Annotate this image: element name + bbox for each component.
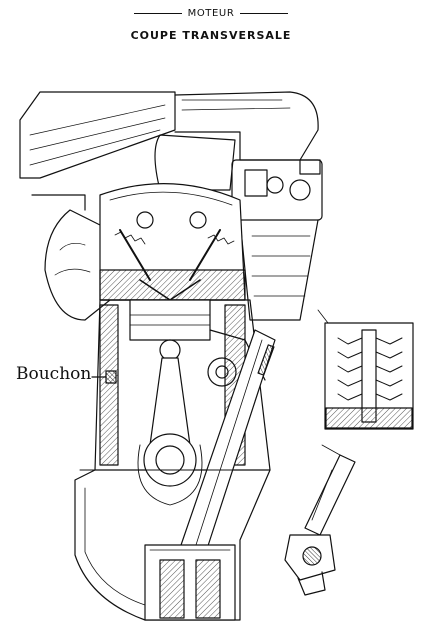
drawing-title: COUPE TRANSVERSALE: [130, 29, 292, 42]
left-rule: [133, 13, 182, 14]
intake-duct: [19, 91, 319, 191]
connecting-rod: [137, 339, 203, 506]
cylinder-head: [99, 183, 246, 301]
drawing-header: MOTEUR COUPE TRANSVERSALE: [0, 8, 422, 42]
section-line: MOTEUR: [0, 8, 422, 19]
left-bracket: [31, 194, 111, 321]
drain-plug: [91, 370, 117, 384]
section-label: MOTEUR: [187, 8, 235, 19]
cylinder-block: [94, 299, 271, 471]
valve-detail-inset: [317, 309, 414, 430]
oil-pump: [144, 544, 236, 621]
plug-callout-label: Bouchon: [16, 364, 92, 384]
distributor-shaft: [179, 329, 276, 556]
right-rule: [240, 13, 289, 14]
pump-detail-exploded: [284, 444, 356, 596]
